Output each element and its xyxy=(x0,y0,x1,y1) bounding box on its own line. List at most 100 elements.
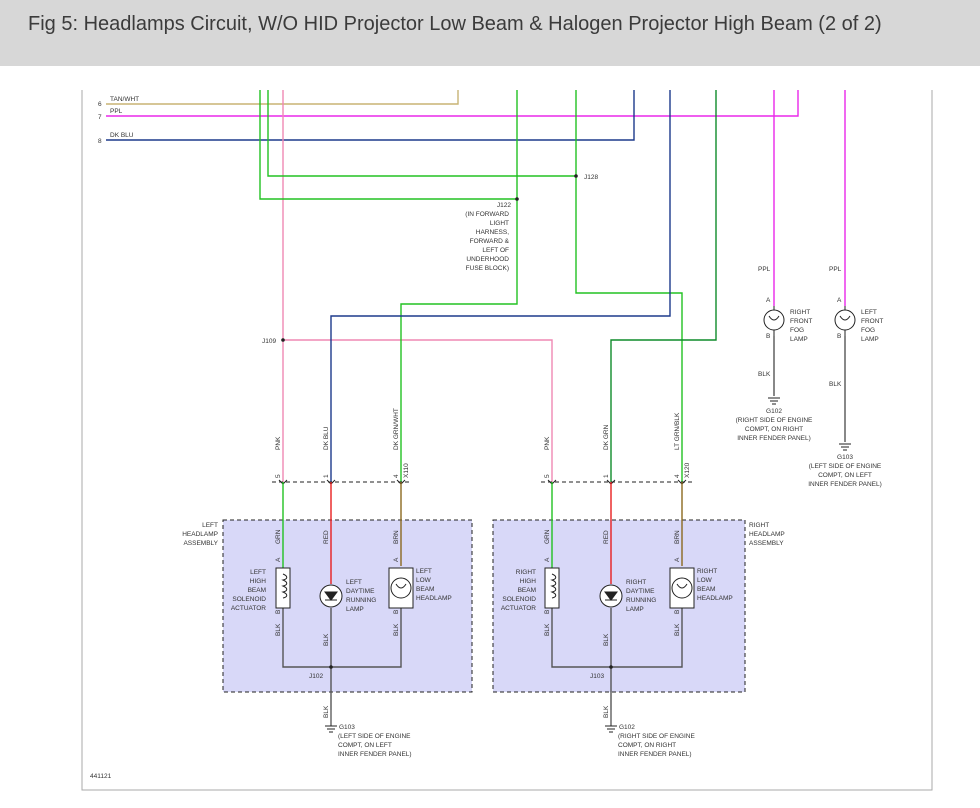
label-blk-right-low: BLK xyxy=(674,623,681,636)
left-drl-icon xyxy=(319,584,343,608)
label-blk-right-sol: BLK xyxy=(544,623,551,636)
wire-tan-wht xyxy=(106,90,459,105)
svg-text:FOG: FOG xyxy=(790,327,804,334)
pin-1-left: 1 xyxy=(323,474,330,478)
label-blk-left-drl: BLK xyxy=(323,633,330,646)
svg-text:(RIGHT SIDE OF ENGINE: (RIGHT SIDE OF ENGINE xyxy=(618,733,695,740)
svg-text:B: B xyxy=(544,610,551,614)
pin-4-right: 4 xyxy=(674,474,681,478)
wire-grn-j128-2 xyxy=(267,90,577,177)
row-num-7: 7 xyxy=(98,114,102,121)
svg-text:RUNNING: RUNNING xyxy=(626,597,656,604)
pin-5-right: 5 xyxy=(544,474,551,478)
svg-text:RUNNING: RUNNING xyxy=(346,597,376,604)
svg-text:(RIGHT SIDE OF ENGINE: (RIGHT SIDE OF ENGINE xyxy=(736,417,813,424)
splice-dots xyxy=(281,174,578,342)
ground-symbol-g103 xyxy=(325,710,337,733)
wire-grn-j128 xyxy=(259,90,518,200)
left-headlamp-assembly xyxy=(222,519,473,693)
right-solenoid-label: RIGHT HIGH BEAM SOLENOID ACTUATOR xyxy=(501,569,536,612)
svg-text:ACTUATOR: ACTUATOR xyxy=(231,605,266,612)
svg-text:FRONT: FRONT xyxy=(790,318,812,325)
label-blk-right-ground: BLK xyxy=(603,705,610,718)
svg-text:HIGH: HIGH xyxy=(250,578,267,585)
svg-text:COMPT, ON RIGHT: COMPT, ON RIGHT xyxy=(618,742,676,749)
lfog-pin-a: A xyxy=(837,297,842,304)
svg-text:B: B xyxy=(393,610,400,614)
svg-text:A: A xyxy=(275,557,282,562)
row-num-6: 6 xyxy=(98,101,102,108)
right-fog-lamp-label: RIGHT FRONT FOG LAMP xyxy=(790,309,812,343)
row-label-dk-blu: DK BLU xyxy=(110,132,134,139)
svg-text:INNER FENDER PANEL): INNER FENDER PANEL) xyxy=(737,435,811,442)
left-assembly-label: LEFT HEADLAMP ASSEMBLY xyxy=(182,522,218,547)
svg-text:J122: J122 xyxy=(497,202,511,209)
wire-label-ltgrnblk-right: LT GRN/BLK xyxy=(674,412,681,450)
svg-text:LEFT: LEFT xyxy=(346,579,362,586)
wire-j128-down xyxy=(575,176,683,482)
label-ppl-lfog: PPL xyxy=(829,266,842,273)
g102-fog-label: G102 (RIGHT SIDE OF ENGINE COMPT, ON RIG… xyxy=(736,408,813,442)
svg-text:COMPT, ON RIGHT: COMPT, ON RIGHT xyxy=(745,426,803,433)
wire-label-dkblu-left: DK BLU xyxy=(323,426,330,450)
wiring-diagram: 6 TAN/WHT 7 PPL 8 DK BLU J128 J122 (IN F… xyxy=(81,90,933,791)
svg-text:SOLENOID: SOLENOID xyxy=(232,596,266,603)
wire-label-dkgrn-right: DK GRN xyxy=(603,424,610,450)
row-label-ppl: PPL xyxy=(110,108,123,115)
wire-label-dkgrnwht-left: DK GRN/WHT xyxy=(393,408,400,450)
diagram-frame xyxy=(81,90,933,791)
svg-text:G102: G102 xyxy=(619,724,635,731)
right-headlamp-assembly xyxy=(492,519,746,693)
svg-text:LEFT: LEFT xyxy=(416,568,432,575)
splice-j122 xyxy=(515,197,519,201)
svg-text:HEADLAMP: HEADLAMP xyxy=(416,595,452,602)
svg-text:HEADLAMP: HEADLAMP xyxy=(749,531,785,538)
j128-label: J128 xyxy=(584,174,598,181)
svg-text:LIGHT: LIGHT xyxy=(490,220,509,227)
svg-text:COMPT, ON LEFT: COMPT, ON LEFT xyxy=(818,472,872,479)
svg-text:INNER FENDER PANEL): INNER FENDER PANEL) xyxy=(808,481,882,488)
svg-text:B: B xyxy=(674,610,681,614)
svg-text:A: A xyxy=(674,557,681,562)
right-drl-icon xyxy=(599,584,623,608)
left-assembly-wires xyxy=(282,482,402,710)
g102-bottom-label: G102 (RIGHT SIDE OF ENGINE COMPT, ON RIG… xyxy=(618,724,695,758)
svg-text:G103: G103 xyxy=(339,724,355,731)
ground-symbol-g103-fog xyxy=(839,443,851,451)
left-low-beam-icon xyxy=(388,567,414,609)
figure-id: 441121 xyxy=(90,773,112,780)
svg-text:RIGHT: RIGHT xyxy=(626,579,646,586)
svg-text:FRONT: FRONT xyxy=(861,318,883,325)
svg-text:LOW: LOW xyxy=(416,577,432,584)
figure-header: Fig 5: Headlamps Circuit, W/O HID Projec… xyxy=(0,0,980,66)
label-blk-left-low: BLK xyxy=(393,623,400,636)
wire-j109-pnk xyxy=(283,339,553,482)
j102-label: J102 xyxy=(309,673,323,680)
label-brn-left: BRN xyxy=(393,530,400,544)
figure-title: Fig 5: Headlamps Circuit, W/O HID Projec… xyxy=(28,13,882,35)
svg-text:COMPT, ON LEFT: COMPT, ON LEFT xyxy=(338,742,392,749)
svg-text:LEFT: LEFT xyxy=(202,522,218,529)
svg-text:LOW: LOW xyxy=(697,577,713,584)
pin-5-left: 5 xyxy=(275,474,282,478)
right-assembly-wires xyxy=(551,482,683,710)
splice-j128 xyxy=(574,174,578,178)
left-fog-lamp-icon xyxy=(834,306,856,336)
wire-dkblu-left xyxy=(330,90,671,482)
svg-text:HIGH: HIGH xyxy=(520,578,537,585)
right-fog-lamp-icon xyxy=(763,306,785,336)
label-blk-lfog: BLK xyxy=(829,381,842,388)
wire-j122-down xyxy=(400,199,518,482)
j103-label: J103 xyxy=(590,673,604,680)
connector-id-left: X110 xyxy=(403,463,410,478)
svg-text:HEADLAMP: HEADLAMP xyxy=(697,595,733,602)
wire-dkgrn-right xyxy=(610,90,717,482)
svg-text:LAMP: LAMP xyxy=(626,606,644,613)
pin-4-left: 4 xyxy=(393,474,400,478)
splice-j103 xyxy=(609,665,613,669)
svg-text:RIGHT: RIGHT xyxy=(697,568,717,575)
row-label-tan-wht: TAN/WHT xyxy=(110,96,139,103)
svg-text:SOLENOID: SOLENOID xyxy=(502,596,536,603)
svg-text:ASSEMBLY: ASSEMBLY xyxy=(183,540,218,547)
left-fog-lamp-label: LEFT FRONT FOG LAMP xyxy=(861,309,883,343)
